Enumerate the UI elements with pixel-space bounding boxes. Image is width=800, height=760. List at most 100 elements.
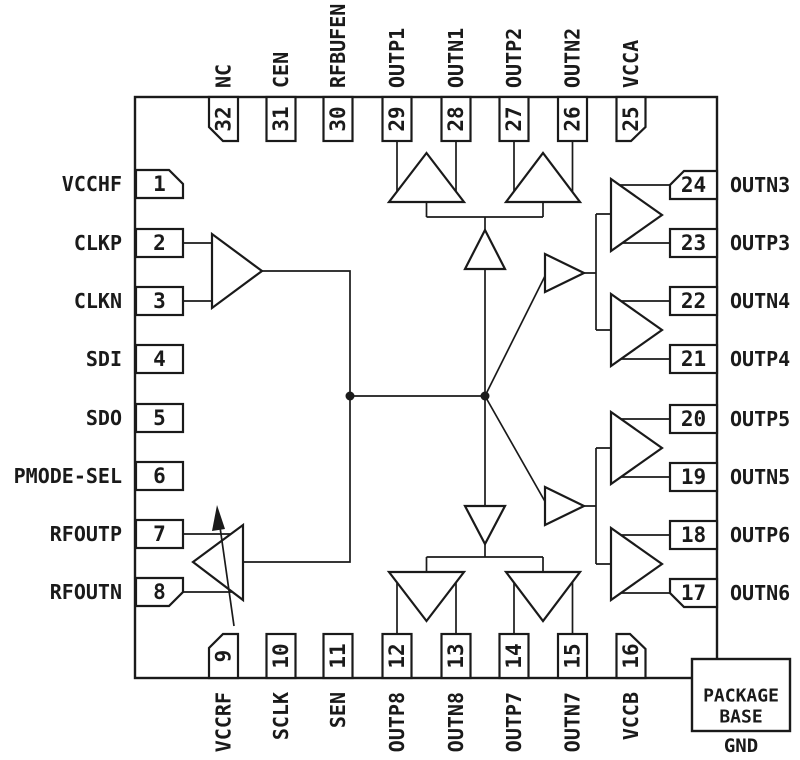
top-driver-amp bbox=[463, 227, 507, 271]
pin-label-17: OUTN6 bbox=[730, 581, 790, 605]
pin-box-10 bbox=[265, 632, 297, 680]
pin-number-13: 13 bbox=[444, 643, 468, 668]
pin-number-27: 27 bbox=[502, 106, 526, 131]
pin-number-31: 31 bbox=[269, 106, 293, 131]
pin-box-26 bbox=[556, 95, 589, 143]
pin-number-8: 8 bbox=[153, 580, 166, 604]
pin-labels: VCCHF CLKP CLKN SDI SDO PMODE-SEL RFOUTP… bbox=[14, 4, 791, 753]
pin-number-2: 2 bbox=[153, 231, 166, 255]
right-lower-driver-amp bbox=[543, 485, 587, 527]
output-amp-6 bbox=[609, 525, 664, 603]
pin-number-12: 12 bbox=[385, 643, 409, 668]
pin-number-6: 6 bbox=[153, 464, 166, 488]
package-gnd-label: GND bbox=[724, 735, 758, 757]
pin-box-13 bbox=[440, 632, 472, 680]
pin-number-24: 24 bbox=[681, 173, 706, 197]
rf-output-amp bbox=[191, 522, 245, 603]
pin-label-22: OUTN4 bbox=[730, 289, 790, 313]
pin-box-18 bbox=[668, 519, 719, 551]
pin-box-31 bbox=[265, 95, 297, 143]
pin-box-4 bbox=[134, 343, 185, 375]
right-lower-distribution-wires bbox=[484, 395, 670, 594]
pin-label-23: OUTP3 bbox=[730, 231, 790, 255]
output-amp-7 bbox=[503, 570, 583, 623]
pin-box-24 bbox=[668, 169, 719, 201]
pin-number-11: 11 bbox=[326, 643, 350, 668]
pin-label-30: RFBUFEN bbox=[326, 4, 350, 88]
pin-number-14: 14 bbox=[502, 643, 526, 668]
pin-box-6 bbox=[134, 460, 185, 492]
pin-number-25: 25 bbox=[619, 106, 643, 131]
amplifiers bbox=[191, 151, 664, 623]
pin-label-14: OUTP7 bbox=[502, 692, 526, 752]
signal-wires bbox=[183, 141, 670, 634]
package-base-line2: BASE bbox=[719, 707, 762, 728]
pin-number-9: 9 bbox=[212, 650, 236, 663]
pin-number-15: 15 bbox=[561, 643, 585, 668]
pin-number-29: 29 bbox=[385, 106, 409, 131]
pin-label-1: VCCHF bbox=[62, 172, 122, 196]
pin-number-7: 7 bbox=[153, 522, 166, 546]
pin-number-18: 18 bbox=[681, 523, 706, 547]
pin-label-13: OUTN8 bbox=[444, 692, 468, 752]
pin-box-1 bbox=[134, 168, 185, 200]
pin-label-11: SEN bbox=[326, 692, 350, 728]
pin-box-25 bbox=[615, 95, 647, 143]
pin-box-7 bbox=[134, 518, 185, 550]
package-base-note: PACKAGE BASE GND bbox=[690, 657, 792, 757]
right-upper-distribution-wires bbox=[484, 184, 670, 397]
pin-box-11 bbox=[322, 632, 354, 680]
pin-number-26: 26 bbox=[561, 106, 585, 131]
top-distribution-wires bbox=[396, 141, 574, 396]
pin-number-16: 16 bbox=[619, 643, 643, 668]
pin-box-17 bbox=[668, 577, 719, 609]
pin-label-26: OUTN2 bbox=[561, 28, 585, 88]
bottom-distribution-wires bbox=[396, 396, 574, 634]
pin-box-9 bbox=[207, 632, 240, 680]
pin-label-15: OUTN7 bbox=[561, 692, 585, 752]
pin-label-25: VCCA bbox=[619, 40, 643, 88]
pin-label-29: OUTP1 bbox=[385, 28, 409, 88]
output-amp-8 bbox=[386, 570, 467, 623]
pin-label-32: NC bbox=[212, 64, 236, 88]
junction-dot bbox=[345, 391, 355, 401]
pin-label-16: VCCB bbox=[619, 692, 643, 740]
output-amp-2 bbox=[503, 151, 583, 204]
package-base-box bbox=[690, 657, 792, 733]
pin-numbers: 1 2 3 4 5 6 7 8 9 10 11 12 13 14 15 16 1… bbox=[153, 106, 706, 668]
clock-input-wires bbox=[183, 242, 212, 302]
pin-box-2 bbox=[134, 227, 185, 259]
pin-label-5: SDO bbox=[86, 406, 122, 430]
output-amp-1 bbox=[386, 151, 467, 204]
pin-label-21: OUTP4 bbox=[730, 347, 790, 371]
pin-number-1: 1 bbox=[153, 172, 166, 196]
pin-label-20: OUTP5 bbox=[730, 407, 790, 431]
pin-number-28: 28 bbox=[444, 106, 468, 131]
pin-number-21: 21 bbox=[681, 347, 706, 371]
pin-box-23 bbox=[668, 227, 719, 259]
pin-label-31: CEN bbox=[269, 52, 293, 88]
pin-boxes bbox=[134, 95, 719, 680]
pin-label-24: OUTN3 bbox=[730, 173, 790, 197]
pin-label-2: CLKP bbox=[74, 231, 122, 255]
clock-main-wire bbox=[243, 270, 351, 563]
pin-label-12: OUTP8 bbox=[385, 692, 409, 752]
pin-label-3: CLKN bbox=[74, 289, 122, 313]
pin-box-21 bbox=[668, 343, 719, 375]
pin-box-16 bbox=[615, 632, 647, 680]
variable-gain-arrow bbox=[212, 505, 235, 627]
pin-box-5 bbox=[134, 402, 185, 434]
gain-arrow-shaft bbox=[219, 526, 235, 627]
output-amp-4 bbox=[609, 291, 664, 369]
pin-box-15 bbox=[556, 632, 589, 680]
pin-box-19 bbox=[668, 461, 719, 493]
pin-number-32: 32 bbox=[212, 106, 236, 131]
pin-label-9: VCCRF bbox=[212, 692, 236, 752]
pin-number-17: 17 bbox=[681, 581, 706, 605]
gain-arrow-head-icon bbox=[212, 505, 225, 531]
pin-number-20: 20 bbox=[681, 407, 706, 431]
pin-label-18: OUTP6 bbox=[730, 523, 790, 547]
clock-input-amp bbox=[210, 231, 264, 311]
